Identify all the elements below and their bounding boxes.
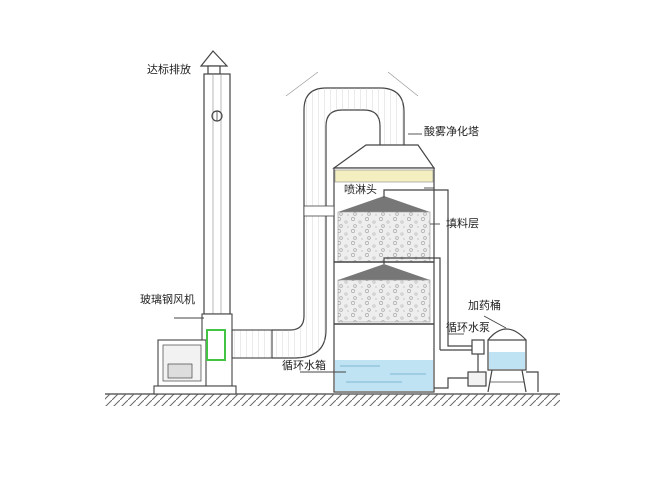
ground-line xyxy=(105,393,560,406)
label-fan: 玻璃钢风机 xyxy=(140,293,195,306)
label-packing-layer: 填料层 xyxy=(446,217,479,230)
label-circ-tank: 循环水箱 xyxy=(282,359,326,372)
label-tower: 酸雾净化塔 xyxy=(424,125,479,138)
exhaust-stack xyxy=(199,50,231,315)
label-circ-pump: 循环水泵 xyxy=(446,321,490,334)
label-spray-head: 喷淋头 xyxy=(344,183,377,196)
fan-unit xyxy=(153,313,273,395)
label-dosing-tank: 加药桶 xyxy=(468,299,501,312)
dosing-tank-shape xyxy=(487,328,539,393)
scrubber-tower xyxy=(303,144,436,393)
gas-duct xyxy=(272,71,419,359)
leader-lines xyxy=(174,133,507,373)
label-exhaust: 达标排放 xyxy=(147,63,191,76)
